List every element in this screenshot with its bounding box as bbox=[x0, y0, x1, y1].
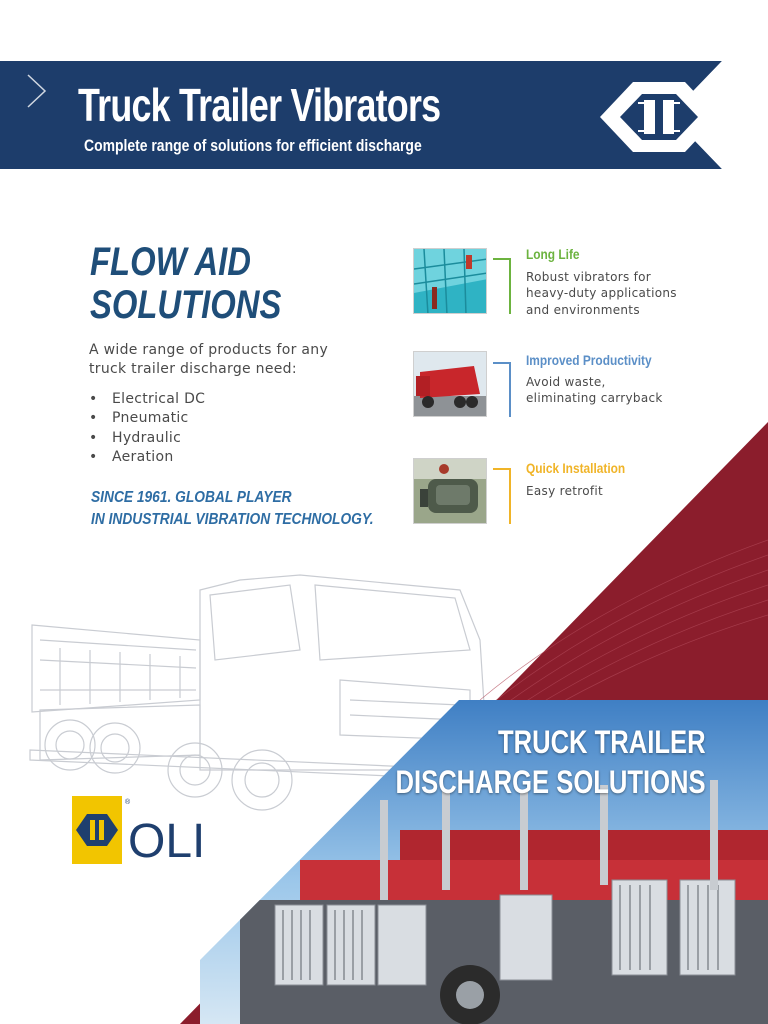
page-subtitle: Complete range of solutions for efficien… bbox=[84, 136, 422, 155]
feature-accent-bar bbox=[509, 258, 511, 314]
feature-connector bbox=[493, 258, 509, 260]
feature-title: Quick Installation bbox=[526, 460, 626, 476]
product-list: Electrical DC Pneumatic Hydraulic Aerati… bbox=[89, 390, 205, 467]
feature-description: Avoid waste, eliminating carryback bbox=[526, 375, 663, 406]
brand-name: OLI bbox=[128, 815, 206, 868]
list-item: Aeration bbox=[89, 448, 205, 468]
list-item: Pneumatic bbox=[89, 409, 205, 429]
feature-description: Robust vibrators for heavy-duty applicat… bbox=[526, 270, 677, 317]
feature-accent-bar bbox=[509, 362, 511, 417]
feature-connector bbox=[493, 362, 509, 364]
red-tanker-truck-image bbox=[413, 351, 487, 417]
list-item: Electrical DC bbox=[89, 390, 205, 410]
feature-title: Long Life bbox=[526, 246, 580, 262]
page-title: Truck Trailer Vibrators bbox=[78, 79, 441, 131]
feature-description: Easy retrofit bbox=[526, 484, 604, 498]
intro-text: A wide range of products for any truck t… bbox=[89, 342, 329, 377]
company-tagline: SINCE 1961. GLOBAL PLAYER IN INDUSTRIAL … bbox=[91, 489, 374, 528]
promo-heading: TRUCK TRAILER DISCHARGE SOLUTIONS bbox=[395, 724, 706, 800]
section-heading: FLOW AID SOLUTIONS bbox=[90, 240, 282, 327]
oli-logo: ® bbox=[72, 796, 131, 864]
oli-double-bar-logo-icon bbox=[600, 82, 718, 152]
vibrator-on-trailer-image bbox=[413, 248, 487, 314]
vibrator-mount-image bbox=[413, 458, 487, 524]
feature-connector bbox=[493, 468, 509, 470]
header-banner bbox=[0, 61, 768, 169]
registered-mark: ® bbox=[125, 798, 131, 806]
feature-title: Improved Productivity bbox=[526, 352, 652, 368]
list-item: Hydraulic bbox=[89, 429, 205, 449]
feature-accent-bar bbox=[509, 468, 511, 524]
